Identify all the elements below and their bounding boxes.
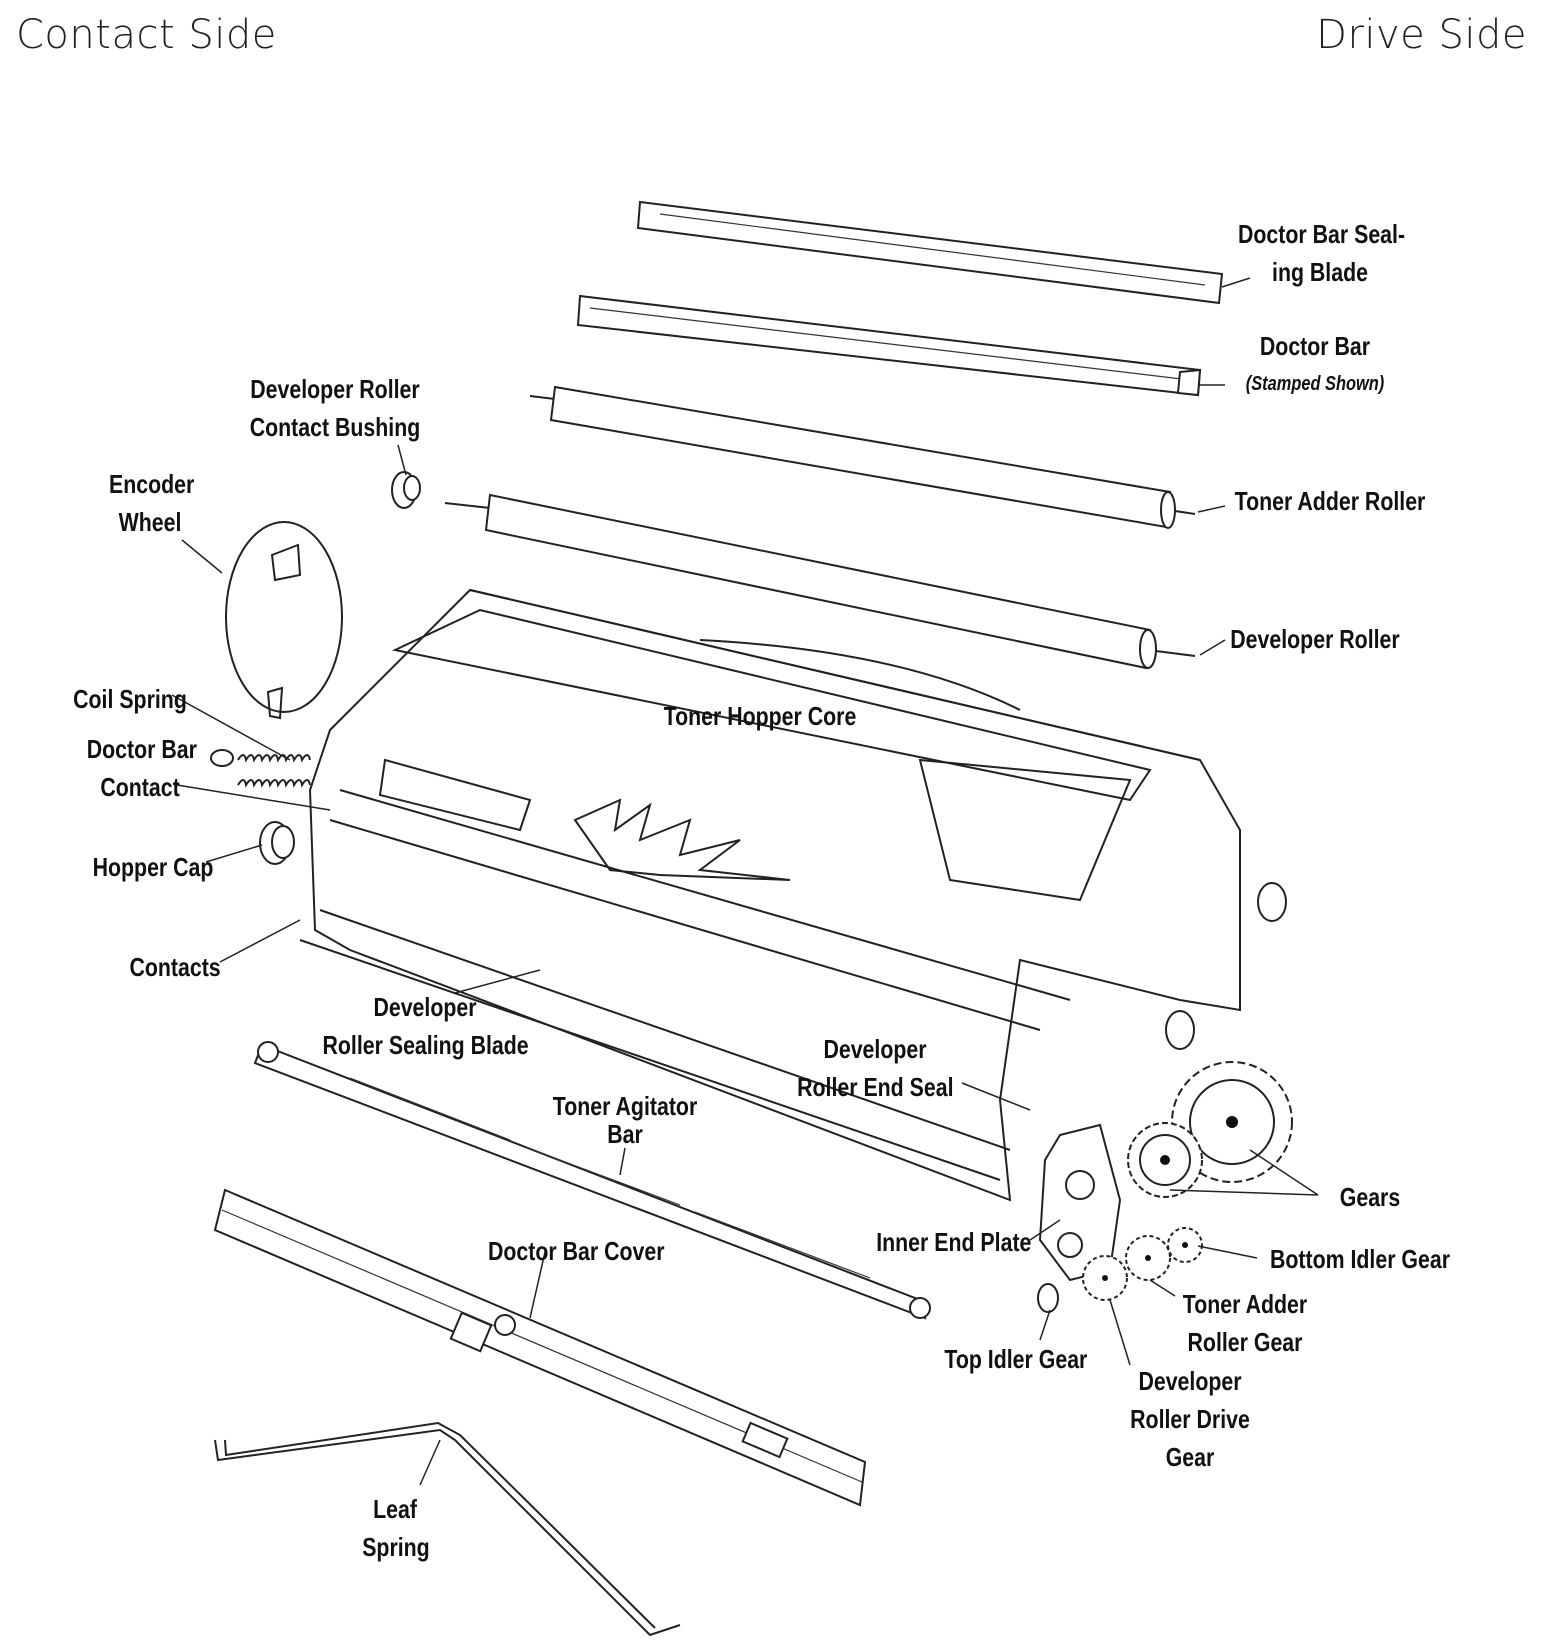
label-doctor-bar-sealing-blade: Doctor Bar Seal- ing Blade xyxy=(1238,219,1406,287)
label-developer-roller-sealing-blade: Developer Roller Sealing Blade xyxy=(322,992,529,1060)
label-toner-adder-roller-gear: Toner Adder Roller Gear xyxy=(1182,1289,1308,1357)
contact-side-label: Contact Side xyxy=(16,12,277,58)
leaf-spring-part xyxy=(214,1421,681,1637)
hopper-cap-part xyxy=(259,821,295,865)
label-encoder-wheel: Encoder Wheel xyxy=(109,469,195,537)
toner-hopper-core-part xyxy=(299,588,1241,1202)
label-inner-end-plate: Inner End Plate xyxy=(876,1227,1032,1257)
doctor-bar-sealing-blade-part xyxy=(636,200,1224,305)
label-contacts: Contacts xyxy=(129,952,221,982)
label-doctor-bar-cover: Doctor Bar Cover xyxy=(488,1236,665,1266)
gears-part xyxy=(1127,1061,1293,1198)
label-coil-spring: Coil Spring xyxy=(73,684,187,714)
label-developer-roller-end-seal: Developer Roller End Seal xyxy=(797,1034,954,1102)
contact-bushing-part xyxy=(391,471,421,509)
label-doctor-bar-contact: Doctor Bar Contact xyxy=(86,734,197,802)
leader-lines xyxy=(171,277,1319,1486)
label-leaf-spring: Leaf Spring xyxy=(362,1494,430,1562)
label-doctor-bar-note: (Stamped Shown) xyxy=(1245,373,1385,395)
label-developer-roller-contact-bushing: Developer Roller Contact Bushing xyxy=(249,374,421,442)
inner-end-plate-part xyxy=(1038,1123,1122,1282)
small-gears-part xyxy=(1037,1227,1203,1313)
label-doctor-bar: Doctor Bar (Stamped Shown) xyxy=(1233,327,1397,403)
drive-side-label: Drive Side xyxy=(1316,12,1527,58)
coil-spring-part xyxy=(210,749,311,788)
doctor-bar-cover-part xyxy=(213,1188,867,1507)
encoder-wheel-part xyxy=(225,521,343,720)
toner-adder-roller-part xyxy=(529,385,1196,529)
toner-agitator-bar-part xyxy=(253,1041,931,1320)
drive-side-bushings xyxy=(1165,882,1287,1050)
label-hopper-cap: Hopper Cap xyxy=(92,852,214,882)
label-toner-agitator-bar: Toner Agitator Bar xyxy=(552,1091,698,1149)
label-developer-roller-drive-gear: Developer Roller Drive Gear xyxy=(1130,1366,1250,1472)
label-gears: Gears xyxy=(1339,1182,1401,1212)
label-top-idler-gear: Top Idler Gear xyxy=(944,1344,1088,1374)
doctor-bar-part xyxy=(576,294,1202,397)
label-bottom-idler-gear: Bottom Idler Gear xyxy=(1269,1244,1451,1274)
label-toner-adder-roller: Toner Adder Roller xyxy=(1234,486,1426,516)
developer-roller-part xyxy=(444,493,1196,670)
label-developer-roller: Developer Roller xyxy=(1230,624,1400,654)
label-toner-hopper-core: Toner Hopper Core xyxy=(663,701,857,731)
